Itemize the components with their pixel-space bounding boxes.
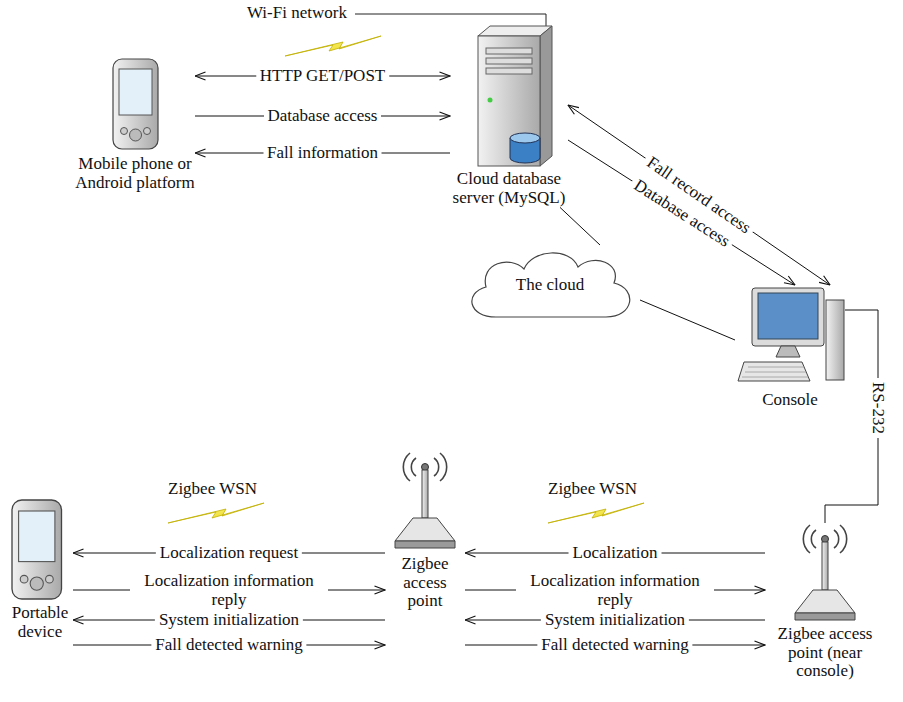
node-caption: Zigbee access point (near console) <box>765 625 885 681</box>
phone-icon <box>113 59 158 149</box>
edge-label: System initialization <box>541 610 689 629</box>
node-caption: Cloud database server (MySQL) <box>450 170 568 207</box>
connector <box>568 105 830 285</box>
antenna-icon <box>395 453 455 548</box>
edge-label: Localization information reply <box>130 571 328 609</box>
node-caption: The cloud <box>516 276 584 295</box>
lightning-bolt <box>548 503 644 523</box>
edge-label: Fall detected warning <box>537 635 692 654</box>
connector <box>560 207 600 245</box>
lightning-bolt <box>168 503 264 523</box>
network-label: Zigbee WSN <box>548 480 637 499</box>
device-node: Portable device <box>7 496 73 641</box>
device-node: Mobile phone or Android platform <box>75 55 195 192</box>
portable-icon <box>12 500 62 599</box>
edge-label: Localization request <box>156 543 302 562</box>
edge-label: Fall information <box>263 143 382 162</box>
node-caption: Console <box>735 391 845 410</box>
edge-label: HTTP GET/POST <box>256 66 389 85</box>
cloud-node: The cloud <box>460 245 640 325</box>
device-node: Console <box>735 285 845 410</box>
edge-label: Fall detected warning <box>151 635 306 654</box>
server-node: Cloud database server (MySQL) <box>450 30 568 207</box>
edge-label: RS-232 <box>868 378 887 438</box>
node-caption: Mobile phone or Android platform <box>75 155 195 192</box>
computer-icon <box>738 288 844 381</box>
access-point-node: Zigbee access point (near console) <box>765 523 885 681</box>
edge-label: Localization information reply <box>516 571 714 609</box>
edge-label: System initialization <box>155 610 303 629</box>
antenna-icon <box>795 525 855 620</box>
lightning-bolt <box>285 36 381 56</box>
edge-label: Database access <box>264 106 382 125</box>
network-label: Zigbee WSN <box>168 480 257 499</box>
wifi-line <box>355 14 546 27</box>
connector <box>640 300 735 340</box>
edge-label: Localization <box>569 543 662 562</box>
node-caption: Portable device <box>7 604 73 641</box>
network-label: Wi-Fi network <box>247 4 347 23</box>
server-icon <box>478 26 552 166</box>
node-caption: Zigbee access point <box>385 555 465 611</box>
access-point-node: Zigbee access point <box>385 451 465 611</box>
